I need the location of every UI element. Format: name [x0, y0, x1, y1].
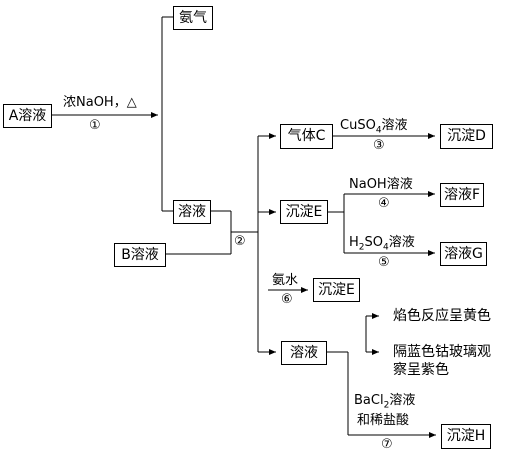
- node-gas-c: 气体C: [280, 124, 333, 149]
- step3-reagent-suffix: 溶液: [381, 118, 408, 133]
- node-a-solution: A溶液: [3, 104, 52, 128]
- node-solution-2: 溶液: [281, 341, 327, 365]
- step7-reagent-formula: BaCl: [354, 393, 384, 408]
- step2-number: ②: [234, 234, 246, 249]
- node-ammonia-gas: 氨气: [173, 6, 213, 30]
- step5-reagent-suffix: 溶液: [388, 235, 415, 250]
- step6-number: ⑥: [281, 292, 293, 307]
- cobalt-glass-result-line1: 隔蓝色钴玻璃观: [393, 344, 491, 360]
- flame-test-result: 焰色反应呈黄色: [393, 308, 491, 324]
- node-solution-f: 溶液F: [440, 183, 484, 207]
- step7-reagent-suffix: 溶液: [389, 393, 416, 408]
- node-precipitate-e: 沉淀E: [280, 200, 328, 224]
- step5-number: ⑤: [378, 255, 390, 270]
- step1-reagent: 浓NaOH，△: [63, 95, 137, 110]
- step5-subscript-2: 4: [383, 242, 389, 253]
- node-precipitate-e2: 沉淀E: [313, 278, 360, 302]
- cobalt-glass-result-line2: 察呈紫色: [393, 362, 449, 378]
- step7-reagent-line2: 和稀盐酸: [357, 413, 410, 428]
- node-precipitate-h: 沉淀H: [441, 424, 491, 449]
- node-solution-g: 溶液G: [440, 242, 487, 266]
- step7-subscript: 2: [383, 400, 390, 411]
- step3-number: ③: [373, 138, 385, 153]
- step3-reagent: CuSO4溶液: [340, 118, 408, 139]
- node-precipitate-d: 沉淀D: [440, 124, 493, 149]
- node-b-solution: B溶液: [114, 243, 166, 267]
- node-solution-1: 溶液: [173, 200, 211, 224]
- step4-number: ④: [378, 196, 390, 211]
- step1-number: ①: [89, 118, 101, 133]
- step4-reagent: NaOH溶液: [349, 177, 413, 192]
- step5-subscript-1: 2: [358, 242, 365, 253]
- step5-reagent-so: SO: [364, 235, 383, 250]
- step5-reagent-h: H: [349, 235, 359, 250]
- step7-number: ⑦: [381, 437, 393, 452]
- step6-reagent: 氨水: [272, 273, 299, 288]
- step3-subscript: 4: [375, 125, 382, 136]
- step5-reagent: H2SO4溶液: [349, 235, 415, 256]
- step3-reagent-formula: CuSO: [340, 118, 376, 133]
- step7-reagent-line1: BaCl2溶液: [354, 393, 415, 414]
